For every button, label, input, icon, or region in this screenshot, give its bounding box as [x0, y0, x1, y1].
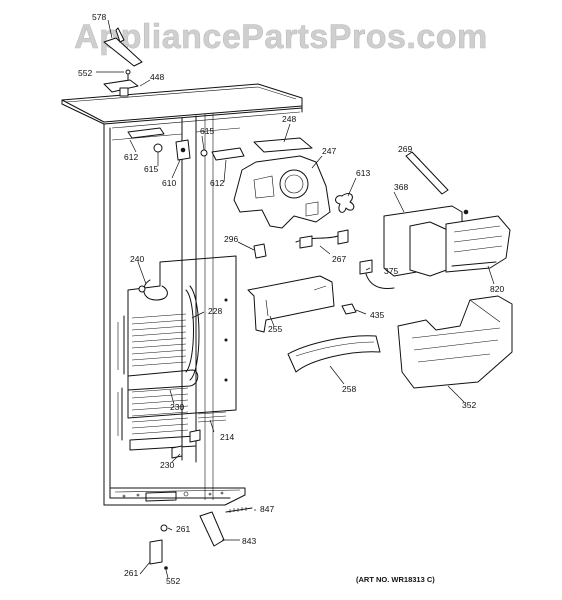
thermistor-brackets: [127, 127, 245, 161]
callout-552: 552: [78, 68, 92, 78]
callout-820: 820: [490, 284, 504, 294]
watermark-text: AppliancePartsPros.com: [74, 18, 487, 56]
callout-214: 214: [220, 432, 234, 442]
callout-352: 352: [462, 400, 476, 410]
callout-843: 843: [242, 536, 256, 546]
callout-230: 230: [170, 402, 184, 412]
art-number: (ART NO. WR18313 C): [356, 575, 435, 584]
callout-613: 613: [356, 168, 370, 178]
bottom-hardware: [149, 507, 253, 570]
callout-375: 375: [384, 266, 398, 276]
callout-258: 258: [342, 384, 356, 394]
callout-240: 240: [130, 254, 144, 264]
duct-and-ice-bin: [287, 295, 513, 389]
callout-261: 261: [176, 524, 190, 534]
callout-578: 578: [92, 12, 106, 22]
callout-610: 610: [162, 178, 176, 188]
callout-612: 612: [210, 178, 224, 188]
callout-448: 448: [150, 72, 164, 82]
callout-labels: 578 552 448 248 615 612 615 610 612 247 …: [78, 12, 504, 586]
fan-motor-wiring: [253, 229, 349, 259]
icemaker-assembly: [341, 151, 511, 315]
freezer-cabinet: [61, 83, 303, 506]
callout-615: 615: [200, 126, 214, 136]
callout-847: 847: [260, 504, 274, 514]
callout-261: 261: [124, 568, 138, 578]
callout-267: 267: [332, 254, 346, 264]
callout-228: 228: [208, 306, 222, 316]
callout-615: 615: [144, 164, 158, 174]
top-hinge-parts: [103, 27, 143, 97]
callout-269: 269: [398, 144, 412, 154]
callout-247: 247: [322, 146, 336, 156]
callout-612: 612: [124, 152, 138, 162]
callout-230: 230: [160, 460, 174, 470]
callout-255: 255: [268, 324, 282, 334]
evaporator-shroud: [247, 275, 335, 333]
fan-housing: [233, 137, 355, 229]
evaporator-assembly: [117, 255, 237, 459]
leader-lines: [96, 19, 495, 579]
callout-435: 435: [370, 310, 384, 320]
callout-368: 368: [394, 182, 408, 192]
callout-552: 552: [166, 576, 180, 586]
callout-248: 248: [282, 114, 296, 124]
callout-296: 296: [224, 234, 238, 244]
